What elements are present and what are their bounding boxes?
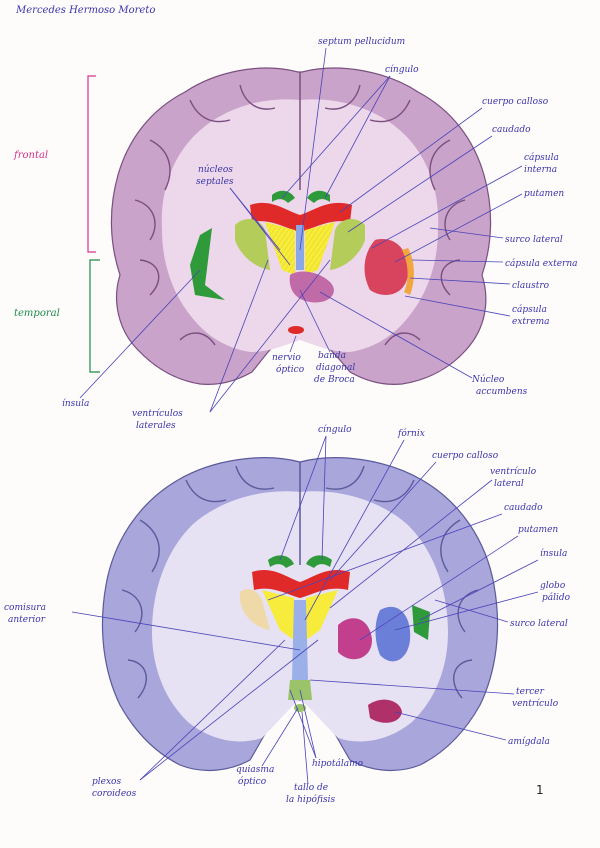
label-septum: septum pellucidum [318,37,405,47]
label-globo-1: globo [540,581,566,591]
label-capsula-interna-1: cápsula [524,152,559,163]
temporal-label: temporal [14,308,60,319]
top-nucleus-accumbens [289,271,334,303]
temporal-bracket [89,259,100,373]
top-caudate-right [330,218,365,270]
label-nucleos-2: septales [196,177,234,187]
bottom-pointers [71,435,539,785]
bottom-cingulum-right [306,555,332,568]
label-plexos-1: plexos [92,777,121,787]
top-putamen [364,239,409,295]
label-ventriculo-2: lateral [494,479,524,489]
label-tercer-1: tercer [516,687,545,697]
top-brain-section [110,67,492,385]
label-putamen-top: putamen [524,189,564,199]
bottom-brain-section [101,457,499,771]
label-quiasma-1: quiasma [236,765,274,775]
label-capsula-extrema-1: cápsula [512,304,547,315]
label-banda-1: banda [318,351,346,361]
frontal-label: frontal [13,150,48,161]
label-claustro: claustro [512,281,550,291]
label-ventriculo-1: ventrículo [490,466,537,477]
top-insula [190,228,225,300]
label-globo-2: pálido [542,592,571,603]
label-ventriculos-2: laterales [136,421,176,431]
label-cuerpo-calloso-bottom: cuerpo calloso [432,451,499,461]
label-tercer-2: ventrículo [512,698,559,709]
label-cingulo-top: cíngulo [385,64,419,75]
bottom-fornix [292,600,308,680]
label-caudado-top: caudado [492,125,531,135]
bottom-labels: cíngulo fórnix cuerpo calloso ventrículo… [4,424,571,805]
label-insula-bottom: ínsula [540,548,567,559]
label-nervio-1: nervio [272,353,301,363]
label-banda-2: diagonal [316,363,355,373]
label-hipotalamo: hipotálamo [312,758,364,769]
label-cuerpo-calloso-top: cuerpo calloso [482,97,549,107]
label-nervio-2: óptico [276,364,305,375]
page-number: 1 [536,783,544,797]
top-cingulum-right [307,190,330,203]
bottom-corpus-callosum [252,569,350,598]
label-capsula-interna-2: interna [524,165,557,175]
bottom-ventricle-right [306,590,338,640]
top-gyri [134,84,466,346]
label-plexos-2: coroideos [92,789,137,799]
top-caudate-left [235,218,270,270]
label-cingulo-bottom: cíngulo [318,424,352,435]
bottom-caudate-left [240,589,270,630]
bottom-globus-pallidus [375,606,411,662]
label-nucleo-1: Núcleo [471,374,505,385]
bottom-insula [412,605,430,640]
bottom-putamen [338,618,372,660]
label-putamen-bottom: putamen [518,525,558,535]
label-nucleos-1: núcleos [198,164,233,175]
top-optic-nerve [288,326,304,334]
label-tallo-1: tallo de [294,783,328,793]
label-insula-top: ínsula [62,398,89,409]
frontal-bracket [87,75,96,253]
bottom-amygdala [368,699,402,723]
label-tallo-2: la hipófisis [286,794,335,805]
author-name: Mercedes Hermoso Moreto [15,5,155,16]
label-capsula-extrema-2: extrema [512,317,550,327]
label-ventriculos-1: ventrículos [132,408,183,419]
top-corpus-callosum [250,202,352,232]
label-banda-3: de Broca [314,375,355,385]
label-caudado-bottom: caudado [504,503,543,513]
top-labels: septum pellucidum cíngulo cuerpo calloso… [62,37,578,431]
label-surco-lateral-top: surco lateral [505,235,563,245]
label-nucleo-2: accumbens [476,387,528,397]
bottom-ventricle-left [262,590,294,640]
label-quiasma-2: óptico [238,776,267,787]
bottom-cingulum-left [268,555,294,568]
label-amigdala: amígdala [508,736,550,747]
top-pointers [79,47,523,413]
label-comisura-1: comisura [4,603,46,613]
label-capsula-externa: cápsula externa [505,258,578,269]
top-ventricle-right [305,222,335,275]
top-claustrum [402,248,414,295]
label-comisura-2: anterior [8,615,46,625]
label-fornix: fórnix [397,428,425,439]
label-surco-lateral-bottom: surco lateral [510,619,568,629]
bottom-gyri [121,465,479,699]
